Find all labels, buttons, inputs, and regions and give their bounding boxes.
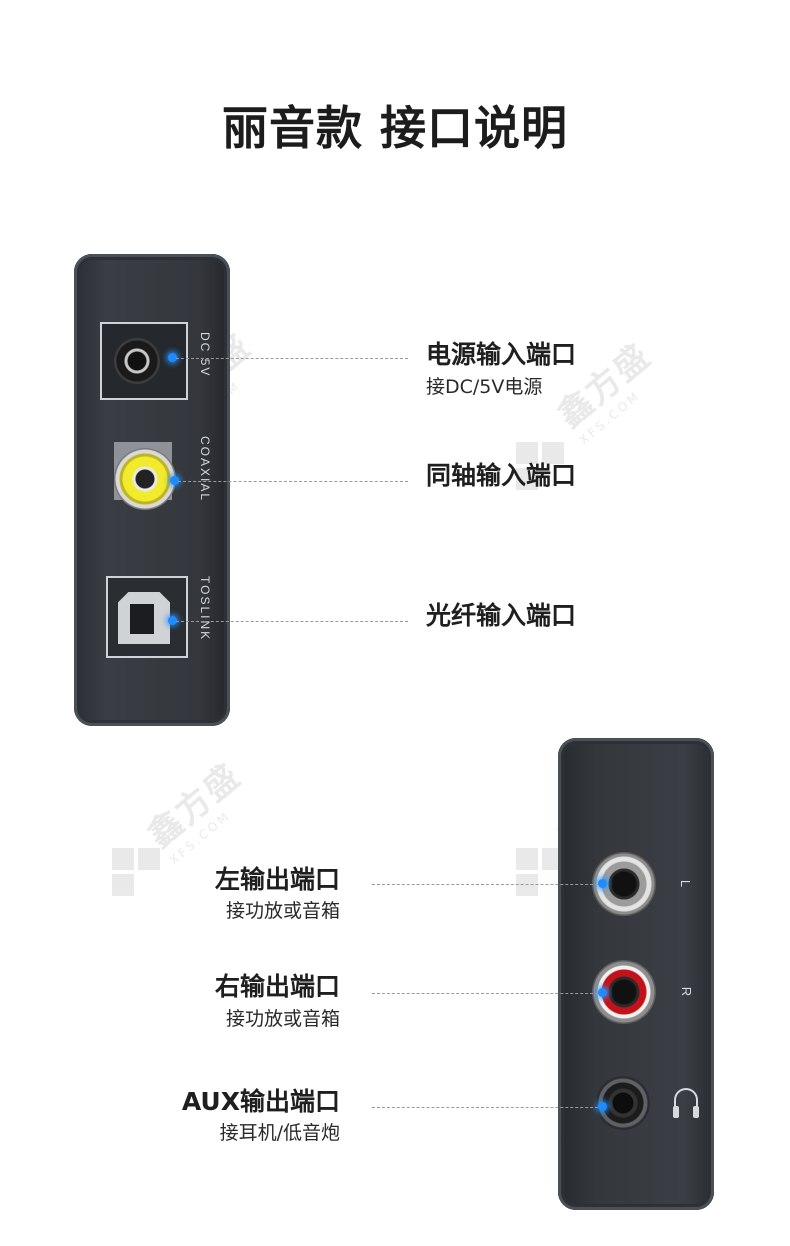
right-port-title: 右输出端口 bbox=[214, 972, 340, 1001]
dc-leader-line bbox=[176, 358, 408, 359]
right-leader-line bbox=[372, 993, 598, 994]
toslink-leader-line bbox=[176, 621, 408, 622]
right-channel-label: R bbox=[679, 986, 695, 997]
dc-port-title: 电源输入端口 bbox=[426, 340, 577, 369]
coaxial-leader-line bbox=[178, 481, 408, 482]
dc-port-desc: 接DC/5V电源 bbox=[426, 376, 543, 398]
toslink-port-title: 光纤输入端口 bbox=[426, 601, 577, 630]
toslink-jack-housing bbox=[106, 576, 188, 658]
watermark-logo-icon bbox=[516, 442, 568, 490]
left-port-title: 左输出端口 bbox=[214, 865, 340, 894]
headphone-icon bbox=[673, 1088, 699, 1118]
coaxial-port-title: 同轴输入端口 bbox=[426, 461, 577, 490]
coaxial-label: COAXIAL bbox=[198, 436, 212, 503]
aux-port-desc: 接耳机/低音炮 bbox=[219, 1122, 340, 1144]
aux-leader-line bbox=[372, 1107, 598, 1108]
dc-power-jack bbox=[114, 338, 160, 384]
left-port-desc: 接功放或音箱 bbox=[225, 900, 340, 922]
converter-output-panel: L R bbox=[558, 738, 714, 1210]
right-indicator-dot bbox=[598, 988, 607, 997]
toslink-indicator-dot bbox=[168, 616, 177, 625]
watermark-logo-icon bbox=[112, 848, 164, 896]
left-channel-label: L bbox=[678, 879, 694, 888]
page-title: 丽音款 接口说明 bbox=[221, 101, 568, 155]
aux-indicator-dot bbox=[598, 1102, 607, 1111]
coaxial-jack bbox=[114, 448, 176, 510]
left-leader-line bbox=[372, 884, 598, 885]
left-indicator-dot bbox=[598, 879, 607, 888]
dc-indicator-dot bbox=[168, 353, 177, 362]
converter-input-panel: DC 5V COAXIAL TOSLINK bbox=[74, 254, 230, 726]
coaxial-indicator-dot bbox=[170, 476, 179, 485]
toslink-label: TOSLINK bbox=[198, 576, 212, 642]
toslink-core bbox=[130, 604, 154, 634]
aux-port-title: AUX输出端口 bbox=[181, 1087, 340, 1116]
right-port-desc: 接功放或音箱 bbox=[225, 1008, 340, 1030]
dc-5v-label: DC 5V bbox=[198, 332, 212, 378]
